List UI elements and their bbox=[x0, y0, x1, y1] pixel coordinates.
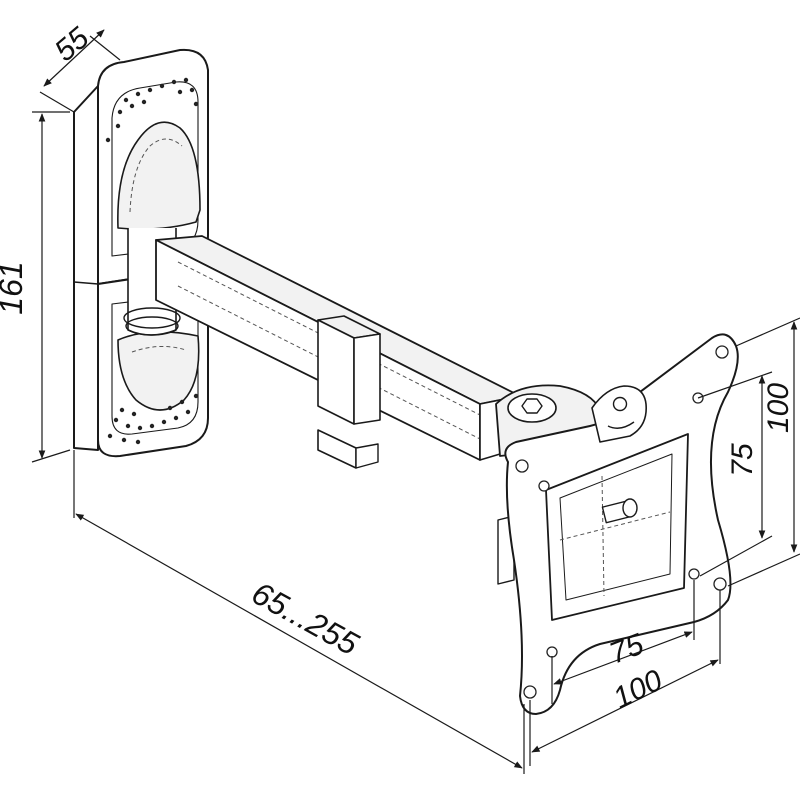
hex-bolt-icon bbox=[521, 398, 543, 414]
dim-wall-plate-depth: 55 bbox=[49, 21, 96, 68]
dim-vesa-v-large: 100 bbox=[762, 383, 795, 433]
dim-vesa-h-large: 100 bbox=[608, 664, 668, 716]
dim-arm-extension: 65...255 bbox=[246, 575, 365, 663]
dim-wall-plate-height: 161 bbox=[0, 261, 29, 314]
vent-dots bbox=[105, 77, 199, 445]
dim-vesa-v-small: 75 bbox=[726, 443, 759, 477]
dimension-lines bbox=[31, 29, 800, 774]
telescopic-arm bbox=[155, 235, 521, 469]
